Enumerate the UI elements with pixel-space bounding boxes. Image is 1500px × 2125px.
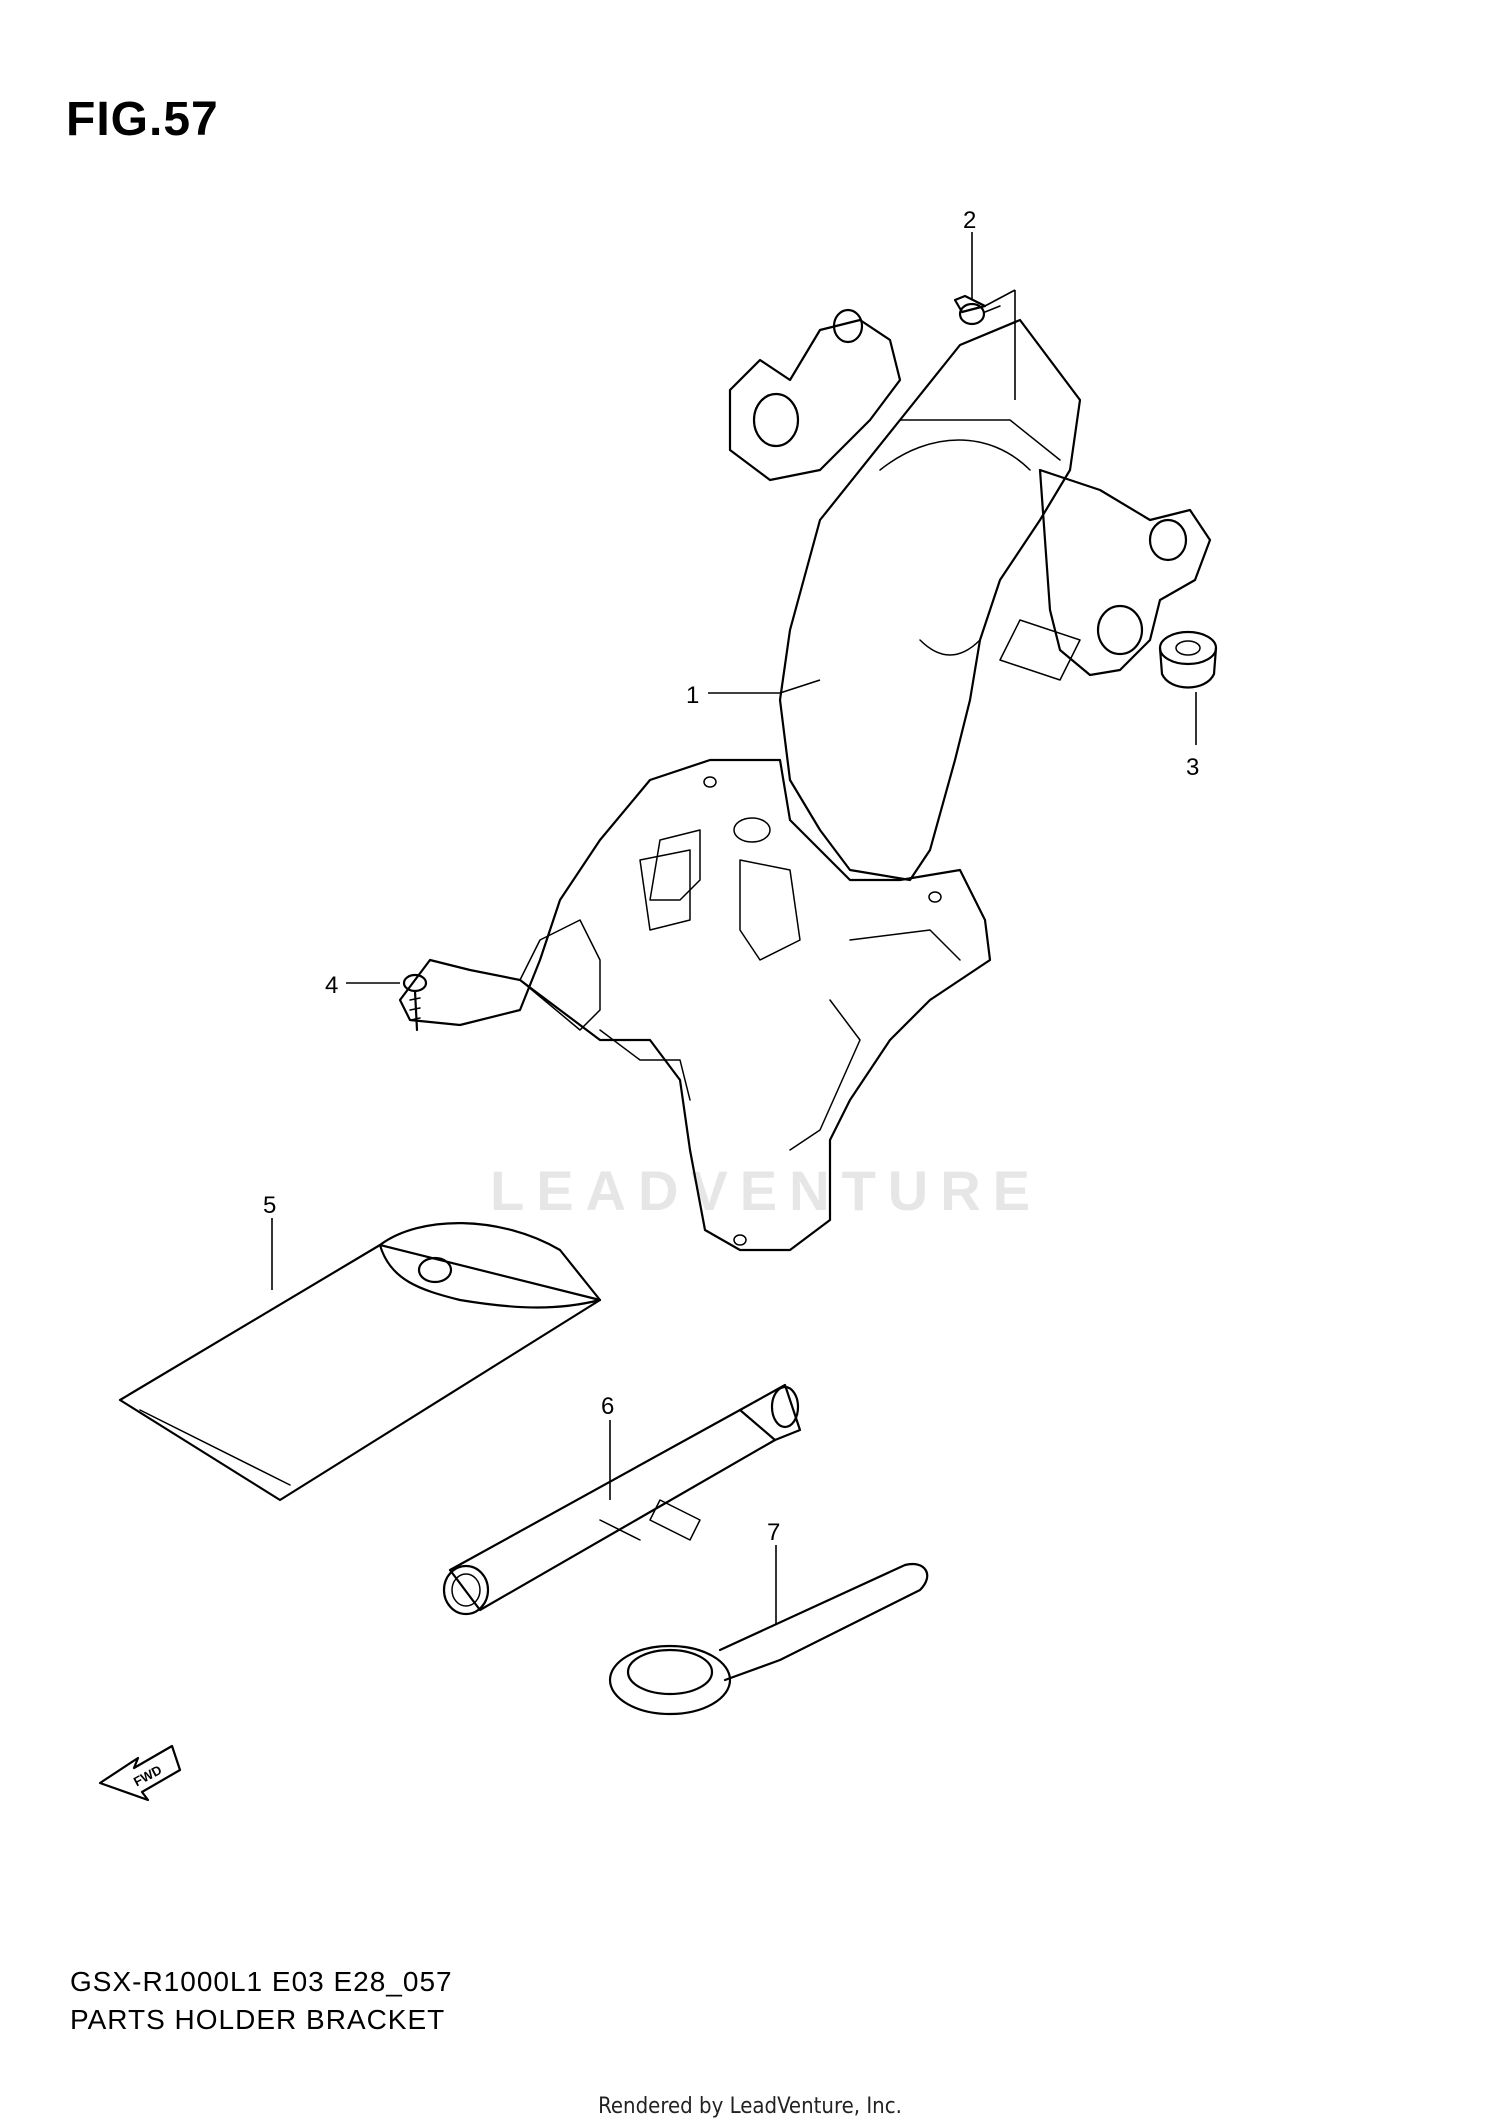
part-wrench[interactable]: [608, 1562, 929, 1716]
svg-text:1: 1: [686, 682, 699, 709]
part-grommet[interactable]: [1158, 630, 1218, 689]
part-box-spanner[interactable]: [442, 1383, 802, 1616]
svg-text:6: 6: [601, 1393, 614, 1420]
callout-1: 1: [686, 679, 821, 709]
forward-arrow-icon: FWD: [98, 1744, 182, 1802]
callout-4: 4: [325, 972, 400, 999]
part-tapping-screw[interactable]: [402, 973, 428, 1032]
callout-3: 3: [1186, 692, 1199, 781]
callout-6: 6: [601, 1393, 614, 1500]
callout-7: 7: [767, 1519, 780, 1625]
svg-text:4: 4: [325, 972, 338, 999]
svg-text:3: 3: [1186, 754, 1199, 781]
figure-title: FIG.57: [66, 93, 219, 146]
model-code: GSX-R1000L1 E03 E28_057: [70, 1966, 453, 1997]
part-screw[interactable]: [953, 294, 1001, 326]
svg-text:7: 7: [767, 1519, 780, 1546]
rendered-by: Rendered by LeadVenture, Inc.: [598, 2094, 902, 2119]
svg-text:2: 2: [963, 207, 976, 234]
svg-text:5: 5: [263, 1192, 276, 1219]
watermark: LEADVENTURE: [490, 1159, 1042, 1222]
part-name: PARTS HOLDER BRACKET: [70, 2004, 446, 2035]
part-tool-bag[interactable]: [118, 1222, 602, 1502]
part-bracket[interactable]: [398, 308, 1212, 1252]
callout-2: 2: [963, 207, 1016, 400]
callout-5: 5: [263, 1192, 276, 1290]
